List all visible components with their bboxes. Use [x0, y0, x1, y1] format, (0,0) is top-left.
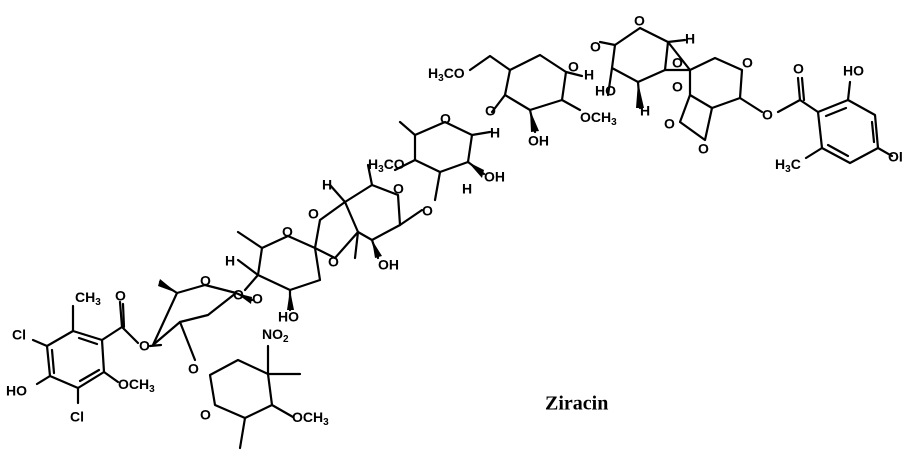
- sugar-ring-d: [256, 234, 322, 292]
- label-o-ring-e: O: [393, 181, 404, 197]
- ring-g-substituents: [468, 54, 584, 134]
- label-ho-d: HO: [278, 309, 299, 325]
- label-o-ring-g: O: [568, 59, 579, 75]
- label-och3-c: OCH3: [292, 409, 329, 428]
- label-oh-g: OH: [528, 133, 549, 149]
- label-o-ring-c: O: [200, 407, 211, 423]
- label-o-dioxolane-1: O: [308, 206, 319, 222]
- sugar-ring-c: [208, 358, 274, 420]
- label-h-h1: H: [685, 31, 695, 47]
- label-oh-f: OH: [484, 169, 505, 185]
- label-o-link-d: O: [233, 287, 244, 303]
- sugar-ring-b: [151, 283, 238, 347]
- sugar-ring-e: [343, 183, 402, 242]
- label-ho-j: HO: [843, 63, 864, 79]
- label-o-link-bd: O: [252, 291, 263, 307]
- label-o-carbonyl-j: O: [793, 61, 804, 77]
- label-oh-e: OH: [378, 257, 399, 273]
- label-h3c-j: H3C: [775, 156, 801, 175]
- label-oi-j: OI: [888, 149, 903, 165]
- label-cl-top: Cl: [12, 327, 26, 343]
- label-h-h2: H: [640, 103, 650, 119]
- label-o-dioxolane-2: O: [328, 254, 339, 270]
- aromatic-ring-a: [45, 329, 106, 390]
- label-o-link-bc: O: [188, 361, 199, 377]
- ring-d-substituents: [236, 230, 292, 312]
- stereo-wedges: [158, 82, 644, 310]
- label-h3co-f: H3CO: [368, 156, 405, 175]
- label-o-link-gh: O: [590, 39, 601, 55]
- label-o-ring-b: O: [200, 273, 211, 289]
- bond-skeleton: [31, 26, 894, 450]
- ring-e-substituents: [328, 163, 424, 260]
- ring-a-substituents: [31, 300, 140, 405]
- label-o-ring-i: O: [742, 55, 753, 71]
- ring-f-substituents: [393, 120, 492, 202]
- sugar-ring-g: [503, 53, 568, 112]
- label-o-ring-f: O: [440, 111, 451, 127]
- methylenedioxy-ring: [678, 93, 714, 142]
- label-ch3-a: CH3: [75, 289, 101, 308]
- ring-c-substituents: [238, 344, 302, 450]
- atom-labels: Cl HO Cl CH3 OCH3 O O O O O O NO2 OCH3 O…: [6, 13, 903, 428]
- label-no2: NO2: [262, 326, 289, 345]
- label-ho-h: HO: [595, 83, 616, 99]
- label-h-e: H: [322, 177, 332, 193]
- compound-title: Ziracin: [545, 393, 608, 415]
- sugar-ring-f: [413, 120, 474, 174]
- label-o-ring-d: O: [282, 224, 293, 240]
- label-ho-a: HO: [6, 383, 27, 399]
- label-o-acetal-1: O: [664, 116, 675, 132]
- label-o-spiro-2: O: [672, 79, 683, 95]
- label-och3-g: OCH3: [580, 109, 617, 128]
- label-cl-bottom: Cl: [70, 409, 84, 425]
- label-o-ester-j: O: [762, 107, 773, 123]
- label-h-g: H: [584, 67, 594, 83]
- sugar-ring-i: [688, 56, 744, 110]
- label-o-ring-h: O: [634, 13, 645, 29]
- aromatic-ring-j: [816, 98, 880, 165]
- label-o-carbonyl-a: O: [115, 288, 126, 304]
- label-h-f2: H: [462, 181, 472, 197]
- label-o-link-ef: O: [422, 203, 433, 219]
- dioxolane-ring: [313, 200, 360, 260]
- sugar-ring-h: [610, 26, 670, 84]
- ring-i-substituents: [663, 40, 764, 114]
- ring-j-substituents: [776, 76, 894, 160]
- label-o-link-fg: O: [485, 103, 496, 119]
- label-h-f: H: [490, 125, 500, 141]
- label-o-ester-a: O: [139, 338, 150, 354]
- label-h3co-g: H3CO: [428, 65, 465, 84]
- label-och3-a: OCH3: [118, 376, 155, 395]
- label-h-d: H: [225, 253, 235, 269]
- label-o-spiro-1: O: [672, 55, 683, 71]
- label-o-acetal-2: O: [698, 141, 709, 157]
